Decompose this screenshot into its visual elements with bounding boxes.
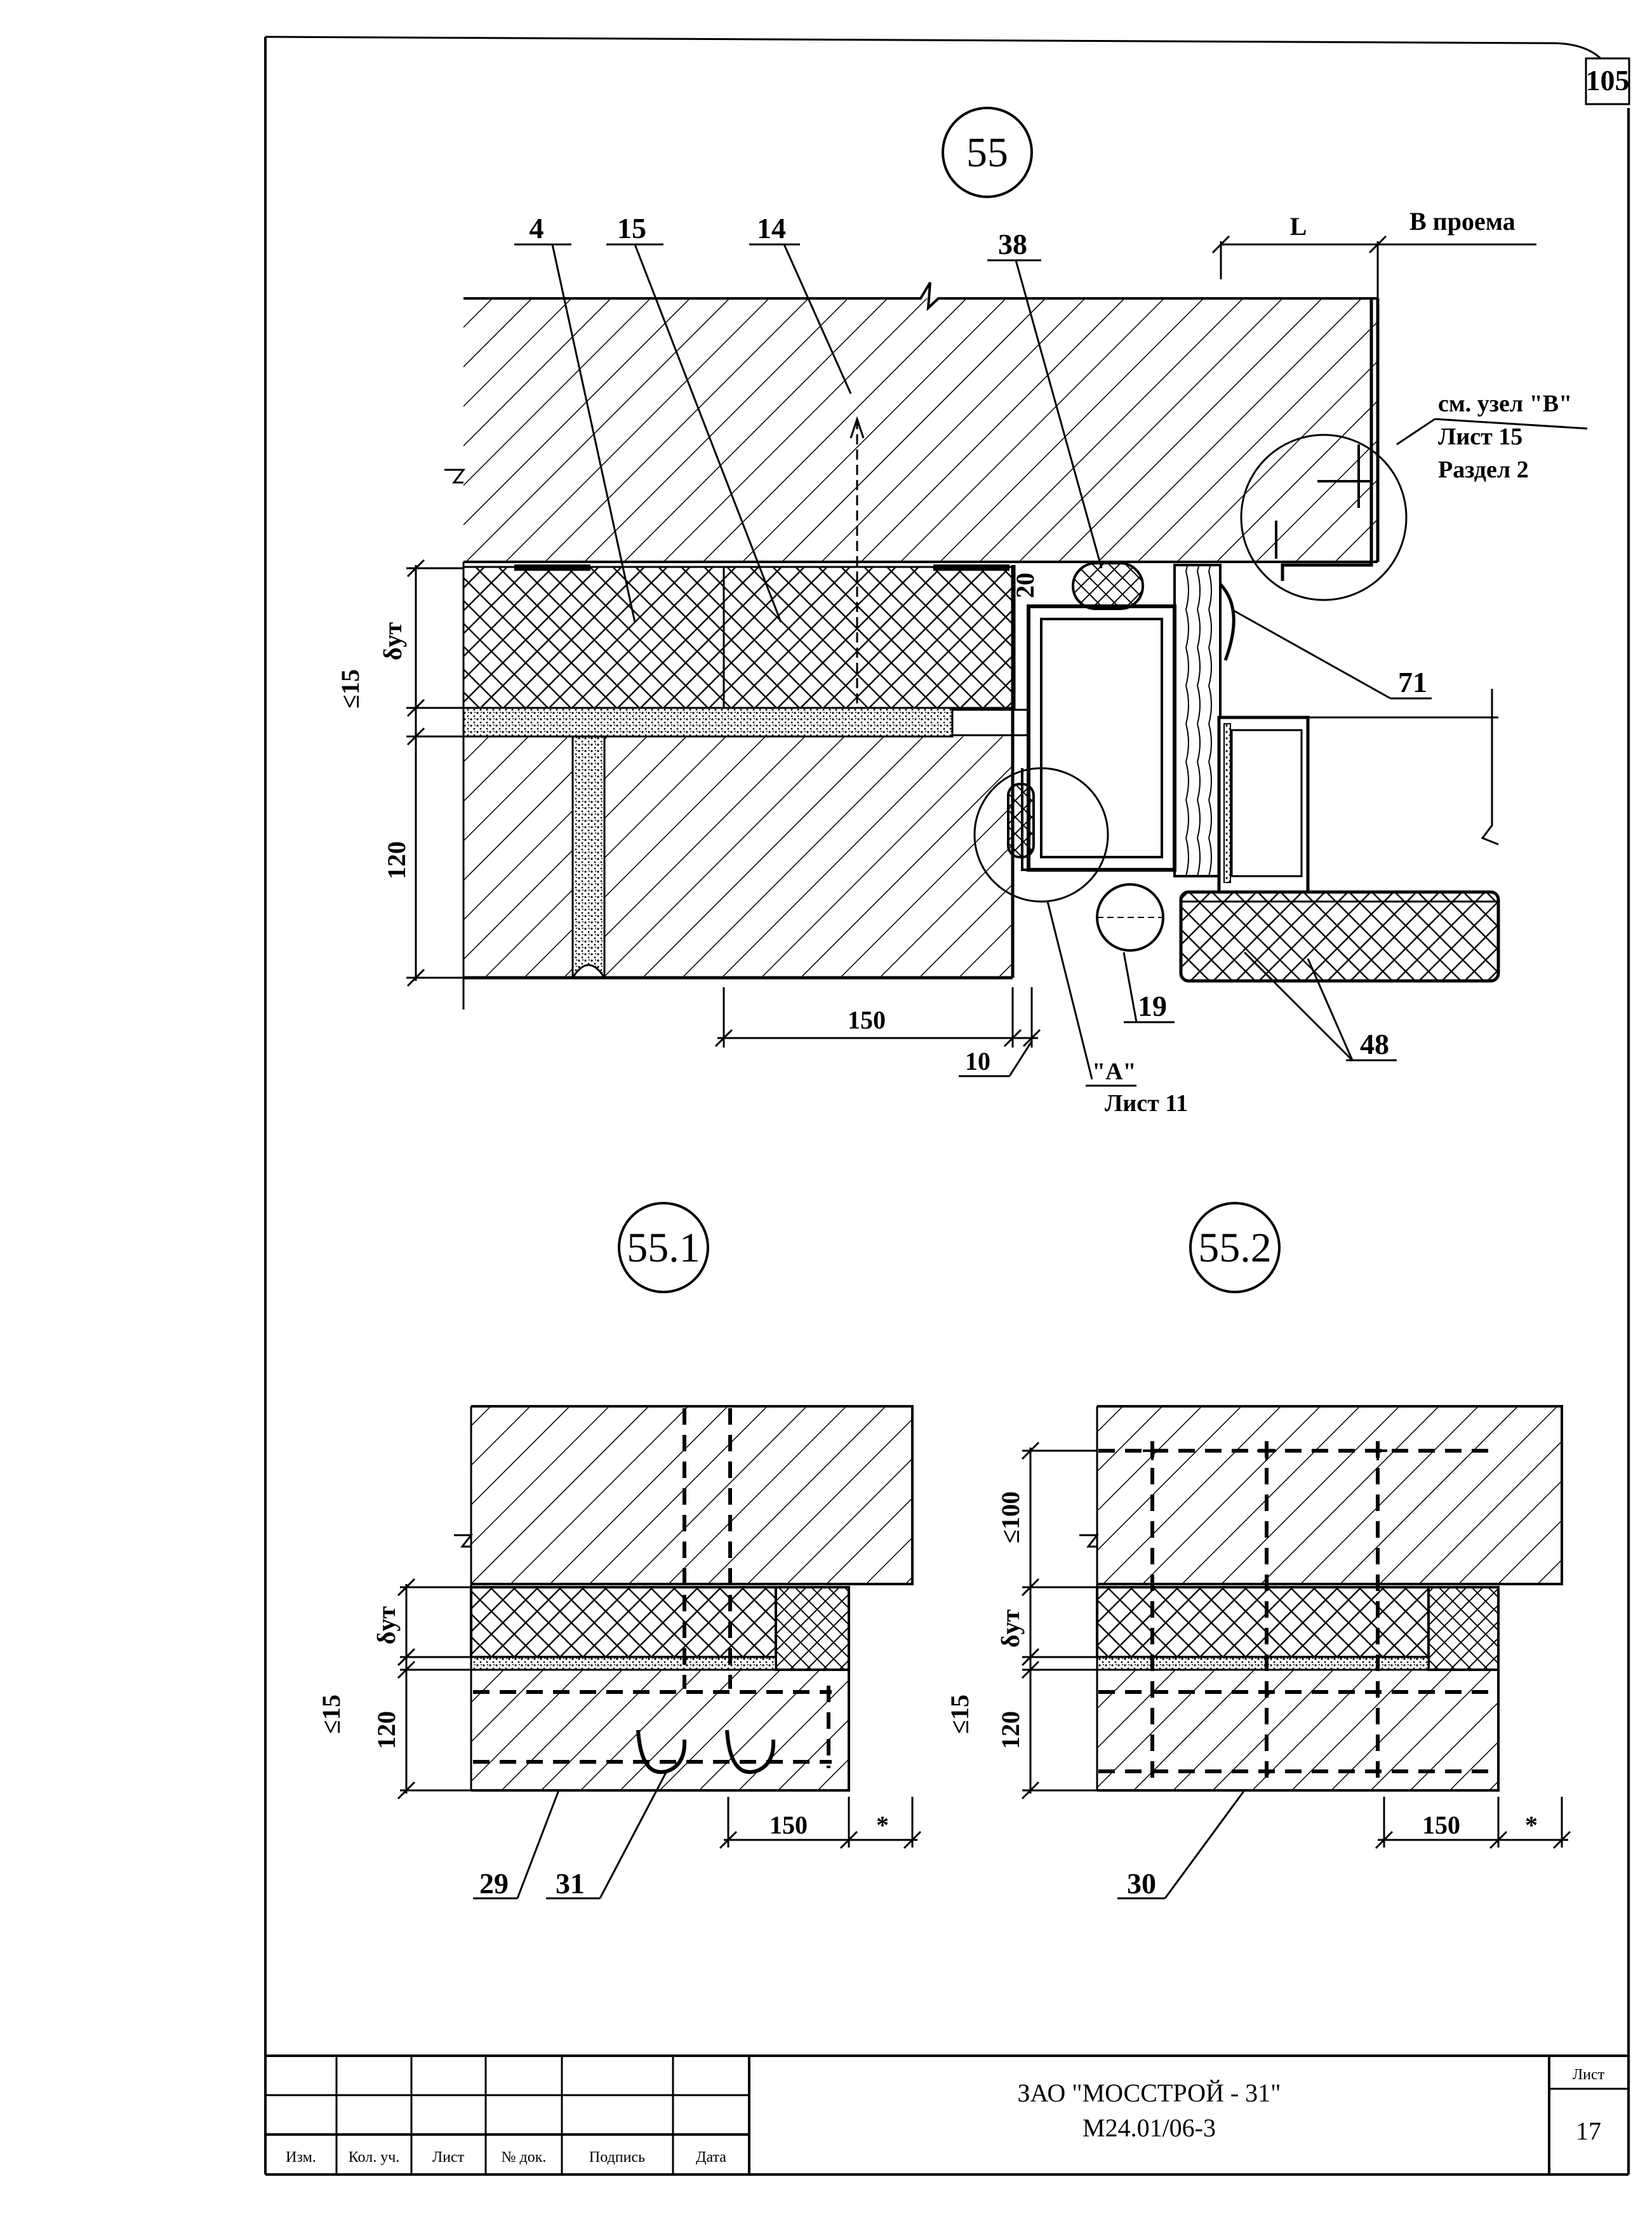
svg-text:δут: δут [372, 1606, 401, 1644]
svg-text:15: 15 [617, 212, 646, 244]
detail-55-1: 55.1 [317, 1202, 922, 1900]
svg-text:В проема: В проема [1409, 207, 1515, 236]
detail-55-1-marker: 55.1 [618, 1202, 709, 1293]
document-code: М24.01/06-3 [1082, 2114, 1216, 2142]
svg-text:≤15: ≤15 [945, 1695, 974, 1734]
top-slab [444, 281, 1380, 581]
detail-55-marker: 55 [942, 107, 1033, 198]
svg-text:δут: δут [378, 622, 407, 660]
seal-cord-lower [1007, 783, 1035, 858]
svg-text:31: 31 [556, 1867, 585, 1900]
svg-text:55.1: 55.1 [627, 1225, 700, 1271]
detail-55-dim-labels: 120 ≤15 δут 150 10 20 L В проема [336, 207, 1515, 1076]
seal-cord-38 [1072, 562, 1144, 610]
svg-text:δут: δут [996, 1609, 1025, 1648]
svg-text:≤15: ≤15 [336, 669, 364, 709]
header-date: Дата [696, 2149, 726, 2166]
svg-text:120: 120 [996, 1711, 1025, 1749]
mortar-layer [462, 707, 1030, 738]
svg-text:48: 48 [1360, 1028, 1389, 1060]
detail-55-2: 55.2 [945, 1202, 1571, 1900]
svg-text:*: * [876, 1811, 889, 1839]
header-sign: Подпись [589, 2149, 645, 2166]
svg-text:Лист 11: Лист 11 [1105, 1090, 1188, 1117]
svg-text:150: 150 [848, 1006, 886, 1034]
rod-19 [1096, 883, 1164, 952]
windowsill-48 [1179, 890, 1500, 983]
svg-text:120: 120 [372, 1711, 401, 1749]
svg-text:"А": "А" [1092, 1058, 1136, 1085]
sheet-frame [264, 36, 1630, 2176]
svg-text:14: 14 [757, 212, 786, 244]
detail-55-dimensions [406, 235, 1536, 1077]
sheet-number: 105 [1586, 64, 1630, 97]
organization-name: ЗАО "МОССТРОЙ - 31" [1017, 2079, 1281, 2107]
title-block: Изм. Кол. уч. Лист № док. Подпись Дата З… [265, 2055, 1629, 2174]
header-list: Лист [432, 2149, 465, 2166]
sheet-label: Лист [1573, 2067, 1605, 2083]
svg-text:см. узел "В": см. узел "В" [1438, 390, 1572, 417]
window-frame-profile [1021, 564, 1499, 894]
sheet-number-tab: 105 [1585, 57, 1630, 105]
svg-text:150: 150 [769, 1811, 808, 1839]
detail-b-circle [1240, 434, 1408, 601]
svg-text:*: * [1525, 1811, 1538, 1839]
svg-text:20: 20 [1011, 573, 1039, 598]
header-izm: Изм. [286, 2149, 316, 2166]
detail-55-2-marker: 55.2 [1189, 1202, 1281, 1293]
svg-text:19: 19 [1138, 990, 1167, 1022]
svg-text:150: 150 [1422, 1811, 1460, 1839]
sheet-no: 17 [1576, 2117, 1601, 2145]
svg-text:55.2: 55.2 [1198, 1225, 1272, 1271]
header-doc: № док. [502, 2149, 547, 2166]
svg-text:L: L [1290, 212, 1307, 241]
svg-text:4: 4 [530, 212, 544, 244]
svg-text:55: 55 [966, 130, 1008, 176]
lower-wall [462, 562, 1015, 1009]
header-kol: Кол. уч. [349, 2149, 400, 2166]
svg-text:120: 120 [382, 841, 411, 879]
svg-text:30: 30 [1127, 1867, 1156, 1900]
svg-text:29: 29 [479, 1867, 509, 1900]
svg-text:≤15: ≤15 [317, 1695, 345, 1734]
svg-text:Раздел 2: Раздел 2 [1438, 456, 1529, 483]
svg-text:Лист 15: Лист 15 [1438, 423, 1522, 450]
detail-55-callouts: 4 15 14 38 71 19 48 4 15 [530, 212, 1428, 1060]
svg-text:38: 38 [998, 228, 1027, 260]
detail-55-references: см. узел "В" Лист 15 Раздел 2 "А" Лист 1… [1092, 390, 1572, 1117]
detail-55-leaders [514, 243, 1588, 1087]
svg-text:10: 10 [965, 1047, 990, 1076]
detail-55: 55 [336, 107, 1588, 1117]
detail-a-circle [973, 767, 1109, 903]
svg-text:71: 71 [1398, 666, 1427, 698]
svg-text:≤100: ≤100 [996, 1491, 1025, 1543]
